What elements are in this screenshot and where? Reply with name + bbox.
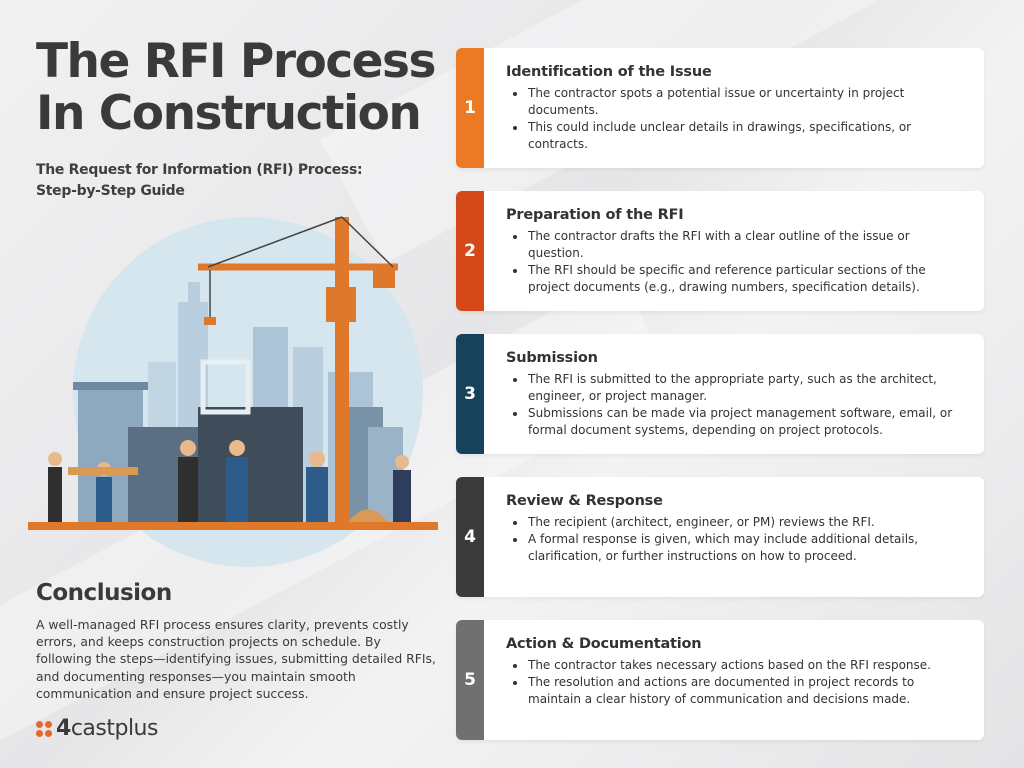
step-card-3: 3 Submission The RFI is submitted to the…	[456, 334, 984, 454]
title-line-1: The RFI Process	[36, 34, 437, 89]
workers-group	[48, 440, 411, 522]
page-title: The RFI Process In Construction	[36, 34, 437, 141]
step-title: Review & Response	[506, 493, 663, 509]
step-bullets: The contractor drafts the RFI with a cle…	[506, 228, 962, 296]
step-title: Submission	[506, 350, 598, 366]
step-bullet: The contractor drafts the RFI with a cle…	[506, 228, 962, 262]
page-subtitle: The Request for Information (RFI) Proces…	[36, 160, 436, 202]
conclusion-text: A well-managed RFI process ensures clari…	[36, 617, 436, 701]
step-bullet: A formal response is given, which may in…	[506, 531, 962, 565]
step-card-5: 5 Action & Documentation The contractor …	[456, 620, 984, 740]
conclusion-heading: Conclusion	[36, 580, 172, 606]
step-card-4: 4 Review & Response The recipient (archi…	[456, 477, 984, 597]
step-number-badge: 3	[456, 334, 484, 454]
step-bullet: The RFI is submitted to the appropriate …	[506, 371, 962, 405]
subtitle-line-1: The Request for Information (RFI) Proces…	[36, 162, 363, 178]
step-number-badge: 5	[456, 620, 484, 740]
logo-dots-icon	[36, 720, 52, 737]
step-bullet: The RFI should be specific and reference…	[506, 262, 962, 296]
step-bullet: This could include unclear details in dr…	[506, 119, 962, 153]
step-bullet: The contractor spots a potential issue o…	[506, 85, 962, 119]
step-number-badge: 1	[456, 48, 484, 168]
step-bullet: The contractor takes necessary actions b…	[506, 657, 962, 674]
tower-crane	[198, 216, 398, 522]
title-line-2: In Construction	[36, 86, 422, 141]
ground	[28, 522, 438, 530]
logo-prefix: 4	[56, 716, 71, 741]
construction-illustration	[28, 216, 438, 567]
conclusion-section: Conclusion A well-managed RFI process en…	[36, 580, 436, 702]
step-number-badge: 4	[456, 477, 484, 597]
step-bullet: Submissions can be made via project mana…	[506, 405, 962, 439]
step-bullets: The RFI is submitted to the appropriate …	[506, 371, 962, 439]
step-title: Preparation of the RFI	[506, 207, 684, 223]
logo-name: castplus	[70, 716, 159, 741]
step-card-2: 2 Preparation of the RFI The contractor …	[456, 191, 984, 311]
step-title: Action & Documentation	[506, 636, 702, 652]
subtitle-line-2: Step-by-Step Guide	[36, 183, 185, 199]
step-bullet: The recipient (architect, engineer, or P…	[506, 514, 962, 531]
logo-text: 4castplus	[56, 716, 158, 741]
step-bullet: The resolution and actions are documente…	[506, 674, 962, 708]
step-card-1: 1 Identification of the Issue The contra…	[456, 48, 984, 168]
header: The RFI Process In Construction The Requ…	[36, 34, 437, 202]
step-number-badge: 2	[456, 191, 484, 311]
logo: 4castplus	[36, 716, 158, 741]
step-title: Identification of the Issue	[506, 64, 712, 80]
building-center	[128, 359, 303, 522]
step-bullets: The contractor spots a potential issue o…	[506, 85, 962, 153]
step-bullets: The recipient (architect, engineer, or P…	[506, 514, 962, 565]
step-bullets: The contractor takes necessary actions b…	[506, 657, 962, 708]
